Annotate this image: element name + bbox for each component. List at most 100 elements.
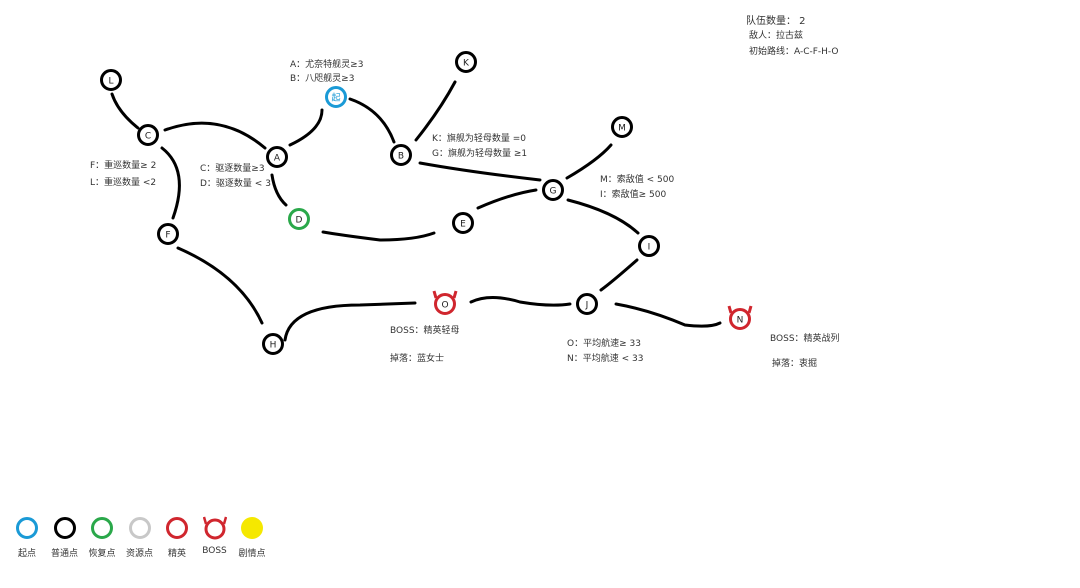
- boss-o-drop: 掉落：蓝女士: [390, 354, 445, 364]
- node-label: M: [618, 124, 626, 134]
- team-count: 队伍数量： 2: [746, 16, 806, 27]
- node-type-icon: [128, 517, 151, 539]
- node-circle: [157, 223, 179, 245]
- legend-item: 资源点: [120, 516, 160, 559]
- node-B: B: [390, 144, 412, 166]
- story-point-icon: [241, 517, 263, 539]
- node-type-icon: [91, 517, 113, 539]
- node-J: J: [576, 293, 598, 315]
- node-label: F: [165, 231, 170, 241]
- node-K: K: [455, 51, 477, 73]
- node-circle: [729, 308, 751, 330]
- boss-icon: [202, 516, 227, 540]
- node-I: I: [638, 235, 660, 257]
- edge-J-N: [614, 302, 722, 328]
- node-label: K: [463, 59, 470, 69]
- edge-C-A: [163, 121, 267, 150]
- horns-icon: [432, 290, 458, 299]
- node-circle: [638, 235, 660, 257]
- node-label: G: [550, 187, 557, 197]
- legend-item: 普通点: [45, 516, 85, 559]
- node-C: C: [137, 124, 159, 146]
- condition-d: D：驱逐数量 < 3: [200, 179, 271, 189]
- node-label: H: [270, 341, 277, 351]
- node-circle: [434, 293, 456, 315]
- edge-D-E: [321, 230, 436, 242]
- edge-B-G: [418, 161, 542, 182]
- node-label: 起: [331, 93, 340, 104]
- node-circle: [262, 333, 284, 355]
- enemy-label: 敌人：拉古兹: [749, 31, 804, 41]
- edge-F-H: [176, 246, 264, 325]
- condition-m: M：索敌值 < 500: [600, 175, 675, 185]
- node-type-icon: [53, 517, 76, 539]
- node-label: C: [145, 132, 151, 142]
- node-O: O: [432, 290, 458, 315]
- edge-H-O: [283, 301, 417, 342]
- condition-a: A：尤奈特舰灵≥3: [290, 60, 364, 70]
- edge-A-start: [288, 108, 324, 147]
- boss-n-drop: 掉落：衷掘: [772, 359, 818, 369]
- horns-icon: [727, 305, 753, 314]
- node-circle: [611, 116, 633, 138]
- node-label: L: [108, 77, 113, 87]
- node-label: E: [460, 220, 466, 230]
- condition-c: C：驱逐数量≥3: [200, 164, 265, 174]
- node-circle: [452, 212, 474, 234]
- node-label: D: [296, 216, 303, 226]
- edge-B-K: [414, 80, 457, 142]
- legend-item: BOSS: [195, 516, 235, 556]
- node-G: G: [542, 179, 564, 201]
- edge-I-J: [599, 258, 639, 292]
- legend-label: 普通点: [50, 549, 78, 559]
- boss-n-name: BOSS：精英战列: [770, 334, 840, 344]
- legend-label: 剧情点: [238, 549, 266, 559]
- node-label: J: [585, 301, 589, 311]
- edges: [110, 80, 722, 342]
- initial-route: 初始路线：A-C-F-H-O: [749, 47, 839, 57]
- legend-label: 资源点: [125, 549, 153, 559]
- legend-label: 起点: [17, 549, 36, 559]
- legend-item: 精英: [157, 516, 197, 559]
- condition-f: F：重巡数量≥ 2: [90, 161, 157, 171]
- legend-label: BOSS: [202, 546, 227, 556]
- edge-G-M: [565, 143, 613, 180]
- node-label: A: [274, 154, 281, 164]
- edge-G-I: [566, 198, 640, 235]
- legend-item: 剧情点: [232, 516, 272, 559]
- legend-item: 恢复点: [82, 516, 122, 559]
- node-circle: [266, 146, 288, 168]
- node-M: M: [611, 116, 633, 138]
- node-label: B: [398, 152, 404, 162]
- node-circle: [288, 208, 310, 230]
- legend-label: 精英: [167, 549, 186, 559]
- boss-o-name: BOSS：精英轻母: [390, 326, 460, 336]
- node-D: D: [288, 208, 310, 230]
- node-H: H: [262, 333, 284, 355]
- node-circle: [100, 69, 122, 91]
- legend-item: 起点: [7, 516, 47, 559]
- condition-n: N：平均航速 < 33: [567, 354, 644, 364]
- edge-O-J: [469, 296, 572, 307]
- node-type-icon: [166, 517, 188, 539]
- node-N: N: [727, 305, 753, 330]
- edge-A-D: [270, 173, 288, 207]
- edge-C-F: [160, 146, 181, 220]
- edge-L-C: [110, 92, 140, 130]
- node-circle: [325, 86, 347, 108]
- node-circle: [576, 293, 598, 315]
- node-start: 起: [325, 86, 347, 108]
- condition-k: K：旗舰为轻母数量 =0: [432, 134, 527, 144]
- node-circle: [542, 179, 564, 201]
- condition-b: B：八咫舰灵≥3: [290, 74, 355, 84]
- condition-l: L：重巡数量 <2: [90, 178, 157, 188]
- node-label: I: [648, 243, 651, 253]
- node-F: F: [157, 223, 179, 245]
- condition-o: O：平均航速≥ 33: [567, 339, 641, 349]
- edge-start-B: [348, 97, 396, 144]
- node-L: L: [100, 69, 122, 91]
- node-type-icon: [16, 517, 38, 539]
- legend-label: 恢复点: [88, 549, 116, 559]
- node-circle: [137, 124, 159, 146]
